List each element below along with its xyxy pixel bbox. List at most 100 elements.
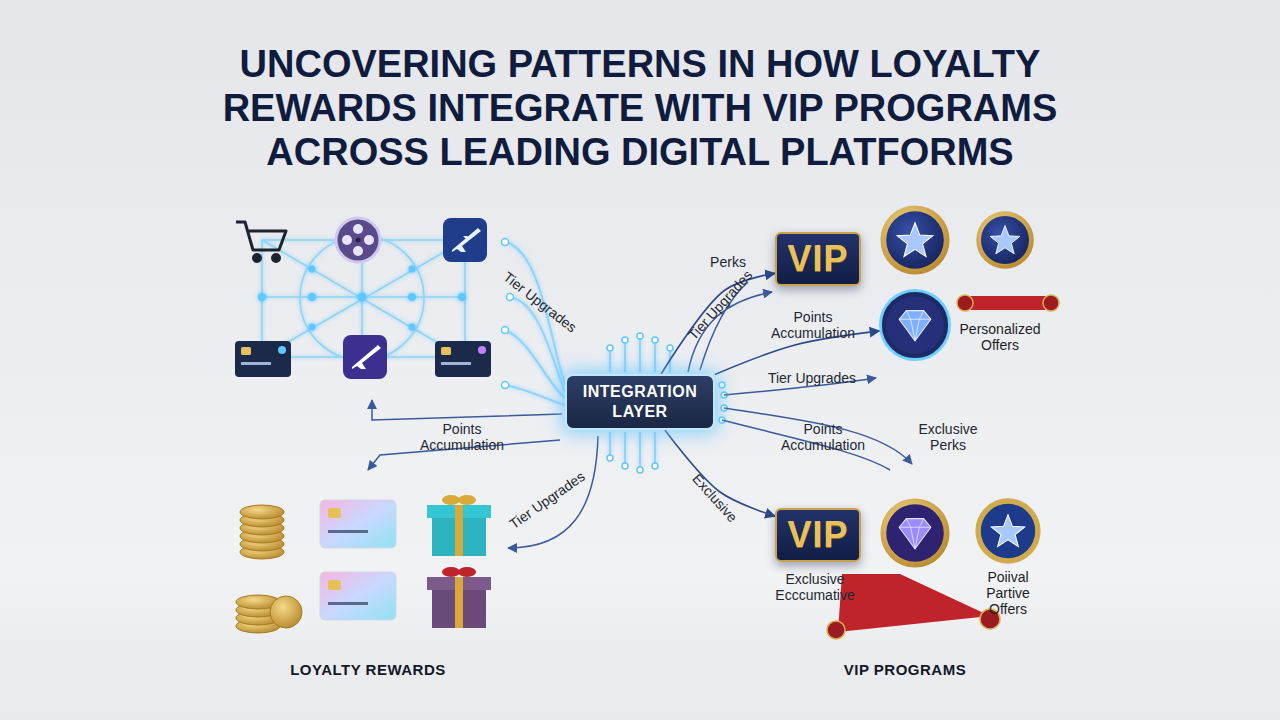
feed-line [505,385,565,405]
gift-bow [442,567,460,577]
gem-facets [899,519,931,549]
edge-label: Exclusive [689,471,740,526]
cart-body [236,222,286,250]
badge-gem [899,311,931,341]
edge-label: Points Accumulation [758,309,868,341]
gift-icon [427,495,491,556]
edge-label: Perks [710,254,746,270]
badge-ring [880,498,949,567]
diamond-badge [880,498,949,567]
badge-star [990,226,1020,254]
flow-label: Tier Upgrades [506,468,587,532]
card-body [235,341,291,377]
reel-hole [353,246,363,256]
carpet-roll [957,295,973,311]
feed-line [610,336,670,372]
card-stripe [241,362,271,365]
feed-dot [502,239,509,246]
reel-hole [342,235,352,245]
flow-arrow [724,408,912,464]
offer-badge: Poiival Partive Offers [974,497,1042,565]
flow-arrow [661,273,775,374]
badge-ring [880,205,949,274]
card-stripe [328,602,368,605]
network-dot [309,324,316,331]
card-logo [478,346,486,354]
film-reel-icon [336,218,380,262]
feed-dots [502,239,728,474]
card-stripe [441,362,471,365]
carpet-body [838,574,990,632]
reel-hub [356,238,361,243]
plane-icon [443,218,487,262]
network-dot [409,324,416,331]
flow-label: Points Accumulation [773,421,873,453]
carpet-roll [1043,295,1059,311]
feed-dot [622,337,628,343]
card-body [320,500,396,548]
flow-arrow [715,331,879,375]
badge-face [981,216,1029,264]
flow-label: Exclusive Perks [913,421,983,453]
gift-bow [458,495,476,505]
badge-face [886,296,944,354]
badge-ring [976,211,1034,269]
cart-wheel [273,255,280,262]
red-carpet [827,574,1000,639]
plane-tile [343,335,387,379]
gift-icon [427,567,491,628]
feed-dot [502,327,509,334]
feed-dot [622,463,628,469]
coin [270,596,302,628]
integration-box: INTEGRATION LAYER [565,374,715,430]
carpet-body [965,296,1051,310]
plane-shape [452,228,481,252]
flow-arrow [372,400,562,420]
carpet-roll [827,621,845,639]
reel-hole [353,224,363,234]
coin-stack [240,505,284,559]
card-logo [278,346,286,354]
flow-arrow [724,378,876,395]
feed-lines [505,242,670,470]
network-dot [458,293,466,301]
gift-bow [458,567,476,577]
card-stripe [328,530,368,533]
flow-label: Tier Upgrades [500,269,579,336]
card-body [435,341,491,377]
cart-wheel [254,255,261,262]
gift-ribbon [455,577,463,628]
floor [0,640,1280,720]
vip-badge: VIP [775,508,861,562]
badge-ring [880,290,949,359]
card-icon [235,341,291,377]
badge-caption: Poiival Partive Offers [970,569,1046,617]
flow-line [700,282,748,370]
network-dot [358,293,367,302]
card-icon [320,572,396,620]
badge-face [886,504,944,562]
flow-arrow [368,440,560,470]
offer-badge: Personalized Offers [879,289,951,361]
flow-arrow [665,430,775,516]
feed-dot [652,463,658,469]
box-title: INTEGRATION LAYER [575,382,705,422]
offer-badge-outline [879,289,951,361]
reel-body [336,218,380,262]
flow-label: Tier Upgrades [768,370,856,386]
card-body [320,572,396,620]
star-badge [880,205,949,274]
feed-dot [507,294,514,301]
card-chip [328,580,341,590]
badge-star [897,223,933,257]
feed-dot [667,345,673,351]
flow-label: Exclusive Ecccumative [765,571,865,603]
gift-ribbon [455,505,463,556]
badge-star [991,515,1025,547]
plane-shape [352,345,381,369]
feed-dot [637,467,643,473]
feed-dot [607,455,613,461]
card-icon [435,341,491,377]
